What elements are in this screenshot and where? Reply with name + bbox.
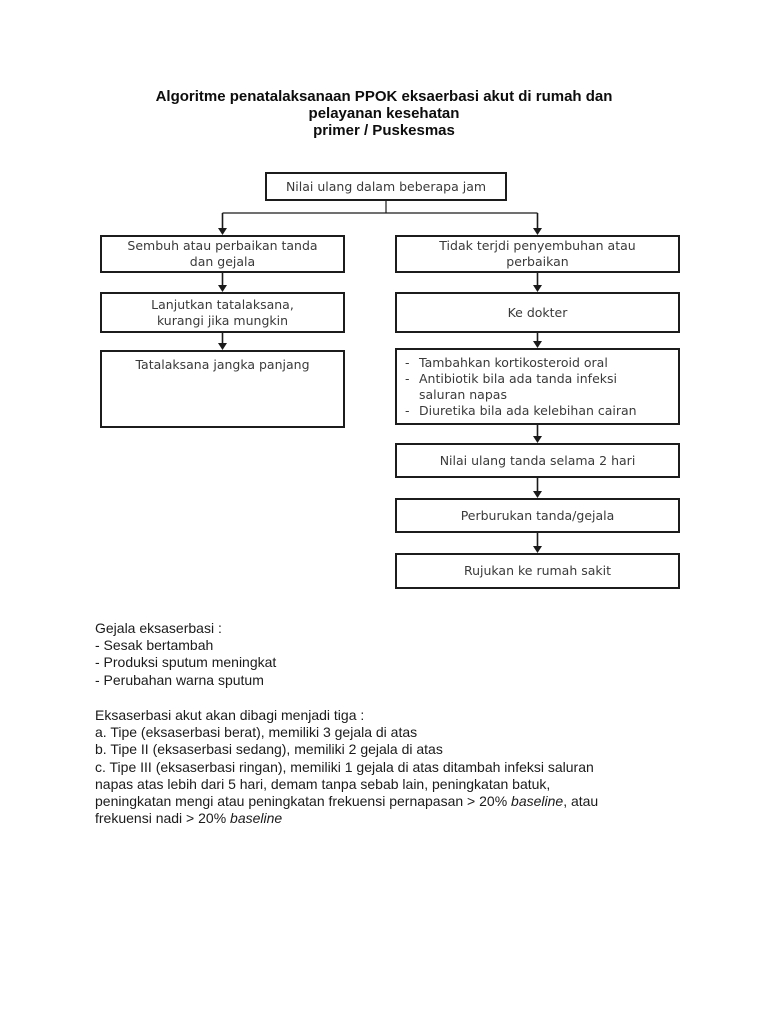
flow-node-label: Tatalaksana jangka panjang — [135, 357, 310, 372]
gejala-item: - Perubahan warna sputum — [95, 671, 264, 688]
gejala-item: - Produksi sputum meningkat — [95, 654, 277, 671]
baseline-italic: baseline — [230, 810, 283, 827]
flow-node-label: Sembuh atau perbaikan tanda dan gejala — [127, 238, 318, 269]
dash-bullet: - — [405, 371, 410, 386]
dash-bullet: - — [405, 355, 410, 370]
flow-node-label: Tidak terjdi penyembuhan atau perbaikan — [439, 238, 636, 269]
flow-node-tindakan-list: - Tambahkan kortikosteroid oral - Antibi… — [395, 348, 680, 425]
tipe-line-a: a. Tipe (eksaserbasi berat), memiliki 3 … — [95, 724, 418, 741]
list-item: - Diuretika bila ada kelebihan cairan — [403, 403, 674, 419]
title-line-1: Algoritme penatalaksanaan PPOK eksaerbas… — [155, 88, 613, 105]
tipe-heading: Eksaserbasi akut akan dibagi menjadi tig… — [95, 707, 365, 723]
baseline-italic: baseline — [511, 793, 564, 810]
flow-node-lanjutkan-tatalaksana: Lanjutkan tatalaksana, kurangi jika mung… — [100, 292, 345, 333]
flow-node-rujukan-rumah-sakit: Rujukan ke rumah sakit — [395, 553, 680, 589]
tipe-line-c2: napas atas lebih dari 5 hari, demam tanp… — [95, 775, 551, 792]
tipe-line-b: b. Tipe II (eksaserbasi sedang), memilik… — [95, 741, 443, 758]
tipe-line-c3-tail: , atau — [563, 793, 599, 810]
page-title: Algoritme penatalaksanaan PPOK eksaerbas… — [0, 88, 768, 139]
title-line-3: primer / Puskesmas — [313, 122, 455, 139]
tipe-line-c3: peningkatan mengi atau peningkatan freku… — [95, 793, 715, 810]
list-item-text: Diuretika bila ada kelebihan cairan — [419, 403, 637, 418]
flow-node-label: Lanjutkan tatalaksana, kurangi jika mung… — [151, 296, 294, 328]
flow-node-ke-dokter: Ke dokter — [395, 292, 680, 333]
list-item-text: Tambahkan kortikosteroid oral — [419, 355, 608, 370]
tipe-line-c3-text: peningkatan mengi atau peningkatan freku… — [95, 793, 512, 810]
flow-node-nilai-ulang-2-hari: Nilai ulang tanda selama 2 hari — [395, 443, 680, 478]
list-item: - Antibiotik bila ada tanda infeksi salu… — [403, 371, 674, 403]
flow-node-label: Nilai ulang dalam beberapa jam — [285, 178, 487, 194]
flow-node-tidak-terjadi-penyembuhan: Tidak terjdi penyembuhan atau perbaikan — [395, 235, 680, 273]
flow-node-perburukan: Perburukan tanda/gejala — [395, 498, 680, 533]
gejala-heading: Gejala eksaserbasi : — [95, 620, 222, 636]
tipe-line-c4: frekuensi nadi > 20% baseline — [95, 810, 715, 827]
flow-node-label: Ke dokter — [507, 304, 568, 320]
title-line-2: pelayanan kesehatan — [308, 105, 460, 122]
dash-bullet: - — [405, 403, 410, 418]
tipe-line-c1: c. Tipe III (eksaserbasi ringan), memili… — [95, 758, 594, 775]
flow-node-label: Perburukan tanda/gejala — [460, 507, 615, 523]
tipe-line-c4-text: frekuensi nadi > 20% — [95, 810, 231, 827]
gejala-item: - Sesak bertambah — [95, 637, 214, 654]
flow-node-tatalaksana-jangka-panjang: Tatalaksana jangka panjang — [100, 350, 345, 428]
flow-node-label: Rujukan ke rumah sakit — [463, 563, 612, 578]
flow-node-label: Nilai ulang tanda selama 2 hari — [439, 452, 636, 468]
list-item-text: Antibiotik bila ada tanda infeksi salura… — [419, 371, 617, 402]
tipe-eksaserbasi-block: Eksaserbasi akut akan dibagi menjadi tig… — [95, 707, 715, 827]
list-item: - Tambahkan kortikosteroid oral — [403, 355, 674, 371]
flow-node-sembuh-perbaikan: Sembuh atau perbaikan tanda dan gejala — [100, 235, 345, 273]
flow-node-nilai-ulang-jam: Nilai ulang dalam beberapa jam — [265, 172, 507, 201]
gejala-eksaserbasi-block: Gejala eksaserbasi : - Sesak bertambah -… — [95, 620, 715, 689]
